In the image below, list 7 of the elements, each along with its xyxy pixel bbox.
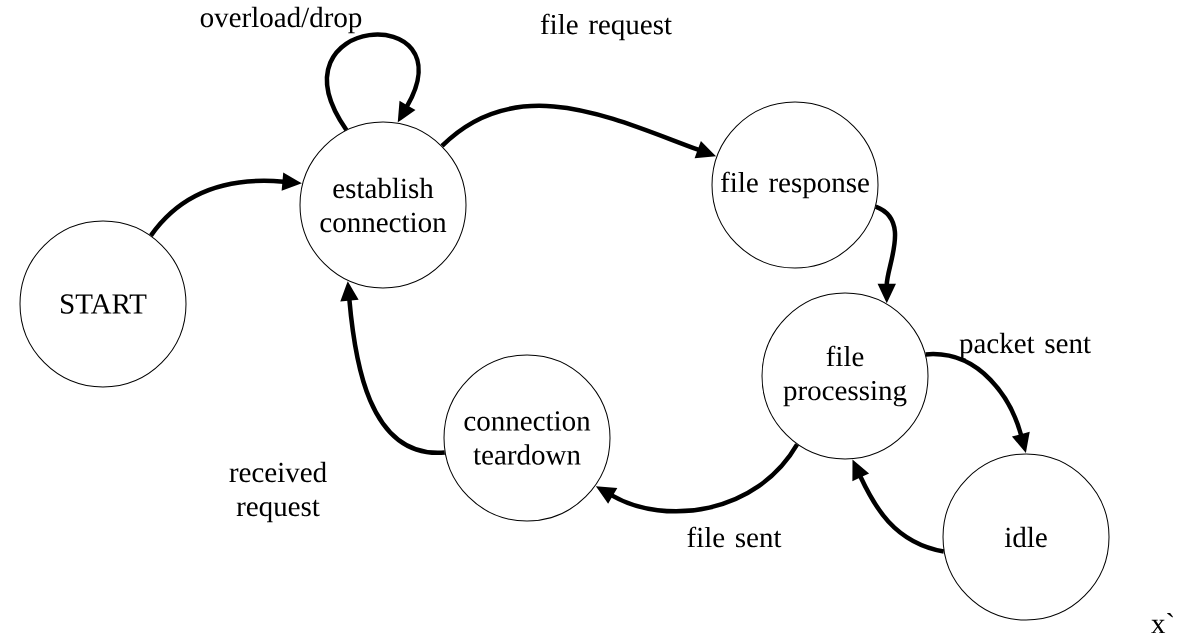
edge-label: file request [540,13,672,41]
edge-label: overload/drop [200,6,362,34]
note-text: x` [1151,612,1173,634]
edge-label: packet sent [959,332,1091,360]
edge-label: file sent [687,526,782,548]
edge-label: received request [229,461,327,523]
arrow [324,32,421,132]
